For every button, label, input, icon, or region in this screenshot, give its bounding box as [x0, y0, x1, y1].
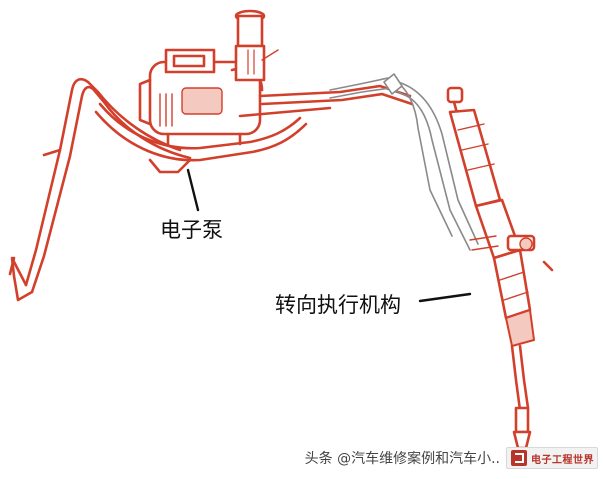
- pump-leader-line: [186, 168, 200, 212]
- reservoir-tank: [234, 9, 279, 82]
- watermark-footer: 头条 @汽车维修案例和汽车小.. 电子工程世界: [305, 447, 598, 469]
- pressure-lines: [238, 84, 414, 118]
- site-badge-text: 电子工程世界: [531, 454, 594, 466]
- actuator-label: 转向执行机构: [275, 293, 401, 317]
- actuator-leader-line: [418, 292, 472, 303]
- left-pipe-bundle: [8, 77, 192, 302]
- electric-pump-shape: [138, 48, 264, 146]
- site-logo-icon: [511, 450, 527, 466]
- site-badge: 电子工程世界: [506, 447, 598, 469]
- source-credit: 头条 @汽车维修案例和汽车小..: [304, 451, 500, 467]
- pump-underside-pipes: [94, 102, 308, 174]
- steering-actuator-shape: [446, 86, 554, 450]
- pump-label: 电子泵: [160, 218, 223, 242]
